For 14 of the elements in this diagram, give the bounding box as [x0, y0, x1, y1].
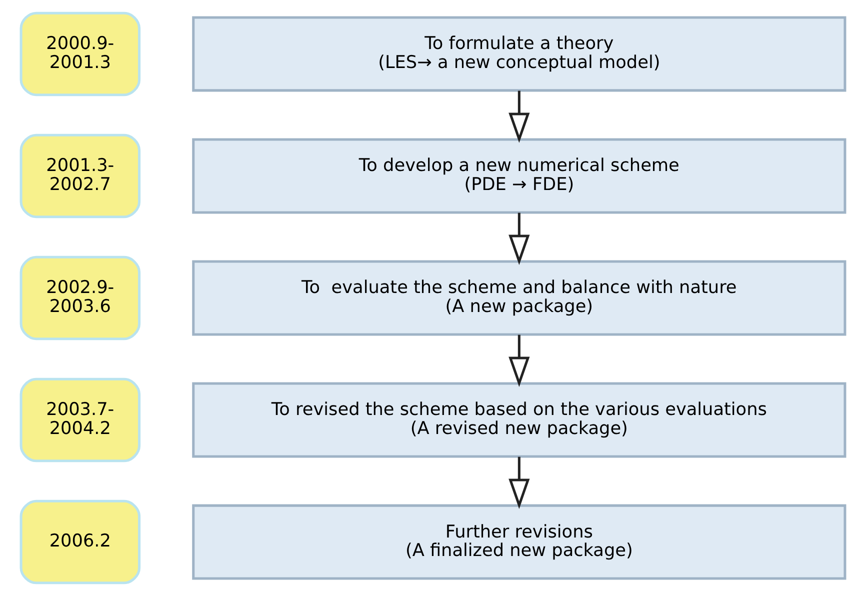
arrow — [508, 212, 530, 265]
node-box: 2006.2 — [19, 500, 140, 584]
node-box: 2001.3- 2002.7 — [19, 134, 140, 218]
node-box: To formulate a theory (LES→ a new conceptual model) — [192, 16, 846, 92]
node-box: Further revisions (A finalized new package) — [192, 504, 846, 580]
node-box: To evaluate the scheme and balance with nature (A new package) — [192, 260, 846, 336]
node-box: 2002.9- 2003.6 — [19, 256, 140, 340]
node-box: To develop a new numerical scheme (PDE → FDE) — [192, 138, 846, 214]
node-box: 2003.7- 2004.2 — [19, 378, 140, 462]
arrow — [508, 90, 530, 143]
node-box: To revised the scheme based on the various evaluations (A revised new package) — [192, 382, 846, 458]
arrow — [508, 456, 530, 509]
arrow — [508, 334, 530, 387]
node-box: 2000.9- 2001.3 — [19, 12, 140, 96]
